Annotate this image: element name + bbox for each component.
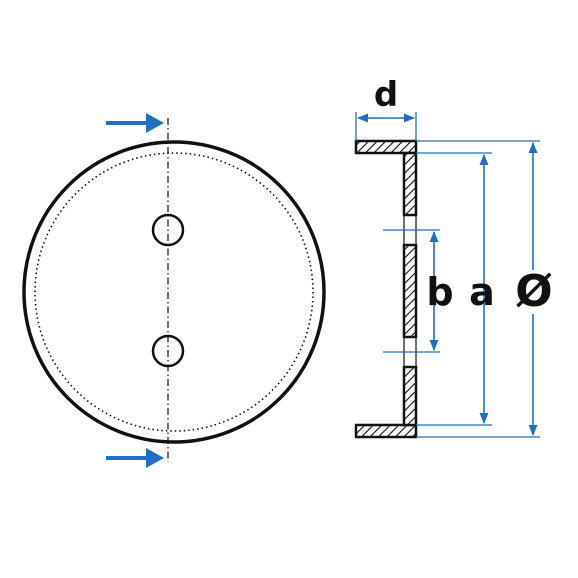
dimension-b bbox=[383, 229, 440, 353]
inner-dotted-circle bbox=[34, 152, 314, 432]
outer-circle bbox=[22, 140, 326, 444]
dimension-a bbox=[416, 152, 492, 426]
web-segment-lower bbox=[402, 365, 418, 427]
label-a: a bbox=[469, 270, 495, 314]
label-diameter-bg bbox=[512, 270, 556, 314]
bottom-flange bbox=[354, 423, 418, 439]
web-segment-middle bbox=[402, 243, 418, 339]
web-segment-upper bbox=[402, 151, 418, 217]
front-view bbox=[22, 118, 326, 462]
arrow-head-icon bbox=[146, 113, 164, 133]
label-b: b bbox=[426, 270, 453, 314]
label-diameter: Ø bbox=[515, 266, 552, 317]
section-arrow-top bbox=[106, 113, 164, 133]
arrow-head-icon bbox=[146, 448, 164, 468]
dimension-d bbox=[355, 112, 417, 141]
section-arrow-bottom bbox=[106, 448, 164, 468]
side-view bbox=[354, 139, 418, 439]
top-flange bbox=[354, 139, 418, 155]
label-d: d bbox=[374, 75, 398, 115]
